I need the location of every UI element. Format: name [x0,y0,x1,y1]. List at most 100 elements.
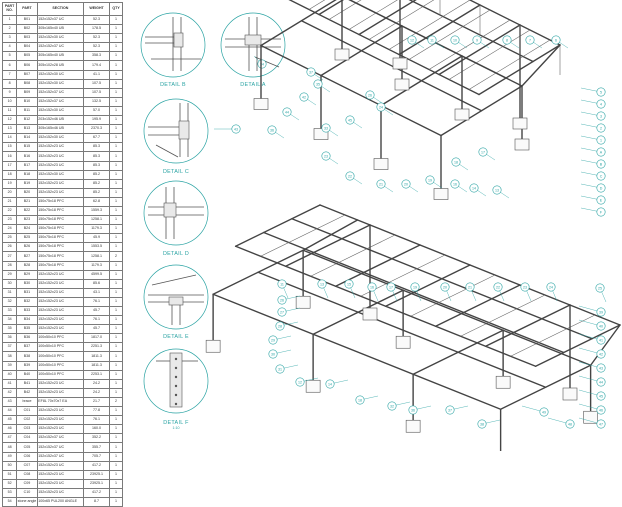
cap-plate [168,296,184,306]
detail-label: DETAIL F [163,420,189,426]
callout-number: 40 [599,324,603,328]
qty-cell: 1 [109,469,123,480]
callout-circle [376,179,386,189]
callout-circle [595,283,605,293]
pad-footing [313,128,329,140]
callout-number: 3 [600,114,602,118]
pad-footing [512,117,528,130]
detail-label: DETAIL D [163,251,189,257]
qty-cell: 1 [109,496,123,507]
qty-cell: 1 [109,433,123,444]
callout-bubble: 10 [450,35,460,45]
weight-cell: 23925.1 [83,469,111,480]
callout-circle [275,321,285,331]
part-no-cell: 41 [1,378,18,389]
callout-number: 9 [476,38,478,42]
section-cell: 152x152x23 UC [36,287,85,298]
callout-circle [344,279,354,289]
member-line [589,324,621,366]
section-cell: 152x152x23 UC [36,406,85,417]
callout-bubble: B [596,159,606,169]
part-no-cell: 27 [1,251,18,262]
callout-number: 35 [316,82,320,86]
weight-cell: 52.3 [83,14,111,26]
callout-number: 5 [600,90,602,94]
callout-circle [267,125,277,135]
pad-footing [514,138,530,151]
member-line [257,271,547,388]
callout-number: 44 [285,110,289,114]
callout-bubble: 47 [596,419,606,429]
callout-circle [401,179,411,189]
qty-cell: 1 [109,269,123,280]
part-no-cell: 11 [1,105,18,117]
callout-bubble: 19 [425,175,435,185]
detail-label: DETAIL B [160,82,186,88]
callout-number: 1 [600,138,602,142]
callout-number: B [600,162,603,166]
callout-number: 17 [389,285,393,289]
callout-number: 24 [379,105,383,109]
callout-number: 42 [599,352,603,356]
callout-circle [325,379,335,389]
callout-bubble: 15 [344,279,354,289]
callout-number: 27 [280,310,284,314]
callout-bubble: 49 [539,407,549,417]
callout-number: 23 [324,154,328,158]
part-cell: C09 [16,478,38,489]
section-cell: 152x152x37 UC [36,14,85,26]
section-cell: 152x152x23 UC [36,315,85,326]
callout-circle [596,207,606,217]
callout-circle [450,35,460,45]
callout-bubble: 34 [257,59,267,69]
part-no-cell: 33 [1,305,18,317]
qty-cell: 1 [109,324,123,335]
callout-circle [321,151,331,161]
qty-cell: 1 [109,451,123,462]
callout-circle [596,111,606,121]
weight-cell: 417.2 [83,487,111,498]
callout-bubble: 22 [493,282,503,292]
callout-bubble: 26 [365,90,375,100]
callout-circle [493,282,503,292]
detail-view: DETAIL E [143,264,209,340]
weight-cell: 43.1 [83,287,111,298]
part-no-cell: 9 [1,87,18,98]
callout-bubble: 48 [565,419,575,429]
qty-cell: 1 [109,406,123,417]
callout-bubble: 37 [445,405,455,415]
qty-cell: 1 [109,460,123,471]
callout-circle [565,419,575,429]
callout-number: 26 [280,298,284,302]
detail-boundary-circle [143,348,209,414]
callout-circle [313,79,323,89]
callout-bubble: 36 [408,405,418,415]
callout-circle [596,171,606,181]
member-line [468,0,561,46]
end-plate [173,32,184,48]
callout-number: 19 [428,178,432,182]
callout-number: 38 [480,422,484,426]
member-line [368,0,435,40]
callout-number: 18 [358,398,362,402]
callout-circle [472,35,482,45]
callout-bubble: 33 [321,123,331,133]
callout-bubble: 43 [231,124,241,134]
part-no-cell: 54 [1,496,18,507]
callout-circle [492,185,502,195]
callout-number: 28 [278,324,282,328]
callout-circle [407,35,417,45]
member-line [234,245,537,367]
callout-number: 17 [481,150,485,154]
callout-bubble: 36 [267,125,277,135]
